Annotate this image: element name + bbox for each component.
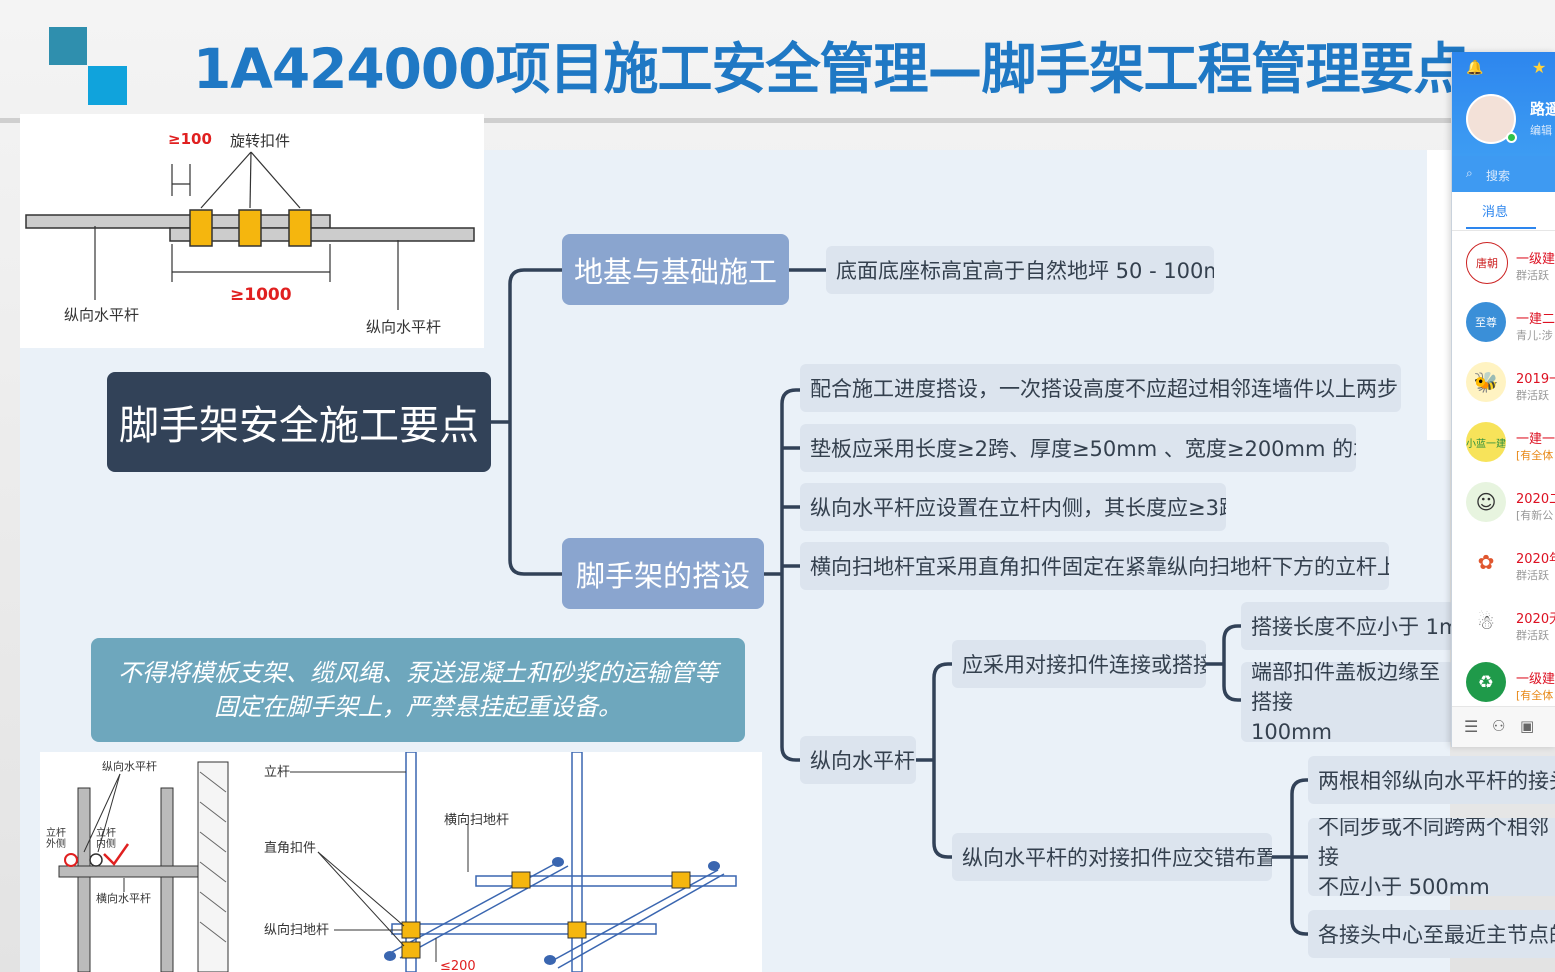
- chat-search[interactable]: ⌕ 搜索: [1452, 156, 1555, 192]
- leaf-erection-4[interactable]: 横向扫地杆宜采用直角扣件固定在紧靠纵向扫地杆下方的立杆上: [800, 542, 1389, 590]
- chat-item[interactable]: ✿ 2020年 群活跃: [1452, 534, 1555, 594]
- leaf-connect-1[interactable]: 搭接长度不应小于 1m: [1241, 602, 1455, 650]
- leaf-connect-2-line1: 端部扣件盖板边缘至搭接: [1251, 662, 1440, 714]
- leaf-connect-2-line2: 100mm: [1251, 720, 1332, 742]
- pole-side-diagram: 纵向水平杆 立杆外侧 立杆内侧 横向水平杆: [40, 752, 262, 972]
- title-divider: [0, 118, 1555, 123]
- chat-avatar: ♻: [1466, 662, 1506, 702]
- search-icon: ⌕: [1466, 166, 1473, 180]
- coupler-label: 旋转扣件: [230, 132, 290, 150]
- br-right-angle-label: 直角扣件: [264, 841, 316, 856]
- br-long-sweep-label: 纵向扫地杆: [264, 922, 329, 938]
- chat-item[interactable]: 唐朝 一级建 群活跃: [1452, 234, 1555, 294]
- chat-avatar: ✿: [1466, 542, 1506, 582]
- chat-header: 🔔 ★ 路遥 编辑: [1452, 52, 1555, 156]
- partial-image-edge: [1427, 150, 1451, 440]
- leaf-stagger-2[interactable]: 不同步或不同跨两个相邻接不应小于 500mm: [1308, 818, 1555, 896]
- leaf-stagger-1[interactable]: 两根相邻纵向水平杆的接头: [1308, 756, 1555, 804]
- sweep-pole-diagram: 立杆 横向扫地杆 直角扣件 纵向扫地杆 ≤200: [262, 751, 762, 972]
- bl-inner-label: 立杆内侧: [96, 826, 116, 850]
- left-rail-label: 纵向水平杆: [64, 306, 139, 324]
- chat-sub: 群活跃: [1516, 269, 1549, 282]
- chat-name: 一建二: [1516, 312, 1555, 327]
- chat-sub: 青儿:涉: [1516, 329, 1553, 342]
- chat-avatar: ☃: [1466, 602, 1506, 642]
- chat-name: 2020年: [1516, 552, 1555, 567]
- bl-bottom-label: 横向水平杆: [96, 891, 151, 905]
- chat-name: 一建一: [1516, 432, 1555, 447]
- chat-item[interactable]: ♻ 一级建 [有全体: [1452, 654, 1555, 714]
- chat-item[interactable]: 至尊 一建二 青儿:涉: [1452, 294, 1555, 354]
- bl-outer-label: 立杆外侧: [46, 826, 66, 850]
- leaf-erection-2[interactable]: 垫板应采用长度≥2跨、厚度≥50mm 、宽度≥200mm 的木垫板: [800, 424, 1356, 472]
- chat-item[interactable]: 🐝 2019一 群活跃: [1452, 354, 1555, 414]
- chat-name: 2019一: [1516, 372, 1555, 387]
- ge1000-label: ≥1000: [230, 285, 292, 305]
- leaf-foundation-1[interactable]: 底面底座标高宜高于自然地坪 50 - 100mm: [826, 246, 1214, 294]
- leaf-stagger[interactable]: 纵向水平杆的对接扣件应交错布置: [952, 833, 1272, 881]
- chat-name: 2020无: [1516, 612, 1555, 627]
- chat-panel[interactable]: 🔔 ★ 路遥 编辑 ⌕ 搜索 消息 唐朝 一级建 群活跃 至尊 一建二 青儿:涉…: [1451, 52, 1555, 747]
- leaf-connect-2[interactable]: 端部扣件盖板边缘至搭接 100mm: [1241, 662, 1455, 742]
- leaf-erection-1[interactable]: 配合施工进度搭设，一次搭设高度不应超过相邻连墙件以上两步: [800, 364, 1401, 412]
- branch-foundation[interactable]: 地基与基础施工: [562, 234, 789, 305]
- leaf-connect[interactable]: 应采用对接扣件连接或搭接: [952, 640, 1206, 688]
- chat-avatar: 🐝: [1466, 362, 1506, 402]
- chat-name: 2020二: [1516, 492, 1555, 507]
- ge100-label: ≥100: [168, 130, 212, 148]
- chat-name: 一级建: [1516, 252, 1555, 267]
- apps-icon[interactable]: ▣: [1520, 717, 1535, 735]
- br-le200-label: ≤200: [440, 959, 476, 972]
- chat-avatar: 小蓝一建: [1466, 422, 1506, 462]
- bl-top-label: 纵向水平杆: [102, 759, 157, 773]
- bell-icon[interactable]: 🔔: [1466, 60, 1484, 76]
- menu-icon[interactable]: ☰: [1464, 717, 1479, 736]
- leaf-erection-3[interactable]: 纵向水平杆应设置在立杆内侧，其长度应≥3跨: [800, 483, 1226, 531]
- add-contact-icon[interactable]: ⚇: [1492, 717, 1506, 735]
- logo-square-light: [88, 66, 127, 105]
- logo-square-dark: [49, 27, 87, 65]
- br-pole-label: 立杆: [264, 765, 290, 780]
- right-rail-label: 纵向水平杆: [366, 318, 441, 336]
- user-avatar[interactable]: [1466, 94, 1517, 144]
- chat-sub: [有新公: [1516, 509, 1554, 522]
- leaf-stagger-3[interactable]: 各接头中心至最近主节点的: [1308, 910, 1555, 958]
- chat-sub: [有全体: [1516, 449, 1554, 462]
- leaf-stagger-2-line2: 不应小于 500mm: [1318, 875, 1490, 896]
- chat-sub: 群活跃: [1516, 389, 1549, 402]
- chat-item[interactable]: ☺ 2020二 [有新公: [1452, 474, 1555, 534]
- chat-footer: ☰ ⚇ ▣: [1452, 706, 1555, 747]
- slide-title: 1A424000项目施工安全管理—脚手架工程管理要点: [193, 37, 1468, 101]
- star-icon[interactable]: ★: [1532, 58, 1547, 77]
- chat-avatar: 至尊: [1466, 302, 1506, 342]
- chat-item[interactable]: 小蓝一建 一建一 [有全体: [1452, 414, 1555, 474]
- chat-item[interactable]: ☃ 2020无 群活跃: [1452, 594, 1555, 654]
- chat-sub: 群活跃: [1516, 569, 1549, 582]
- branch-erection[interactable]: 脚手架的搭设: [562, 538, 764, 609]
- tab-messages[interactable]: 消息: [1482, 205, 1509, 220]
- br-transverse-sweep-label: 横向扫地杆: [444, 812, 509, 828]
- chat-avatar: ☺: [1466, 482, 1506, 522]
- search-placeholder: 搜索: [1486, 169, 1511, 183]
- mindmap-root[interactable]: 脚手架安全施工要点: [107, 372, 491, 472]
- chat-sub: [有全体: [1516, 689, 1554, 702]
- leaf-stagger-2-line1: 不同步或不同跨两个相邻接: [1318, 818, 1549, 869]
- chat-name: 一级建: [1516, 672, 1555, 687]
- user-sub: 编辑: [1530, 124, 1552, 137]
- chat-tabs: 消息: [1452, 192, 1555, 231]
- warning-note: 不得将模板支架、缆风绳、泵送混凝土和砂浆的运输管等固定在脚手架上，严禁悬挂起重设…: [91, 638, 745, 742]
- leaf-longitudinal[interactable]: 纵向水平杆: [800, 736, 916, 784]
- coupler-diagram: ≥100 旋转扣件 ≥1000 纵向水平杆 纵向水平杆: [20, 114, 484, 348]
- user-name: 路遥: [1530, 100, 1555, 118]
- chat-sub: 群活跃: [1516, 629, 1549, 642]
- chat-avatar: 唐朝: [1466, 242, 1508, 284]
